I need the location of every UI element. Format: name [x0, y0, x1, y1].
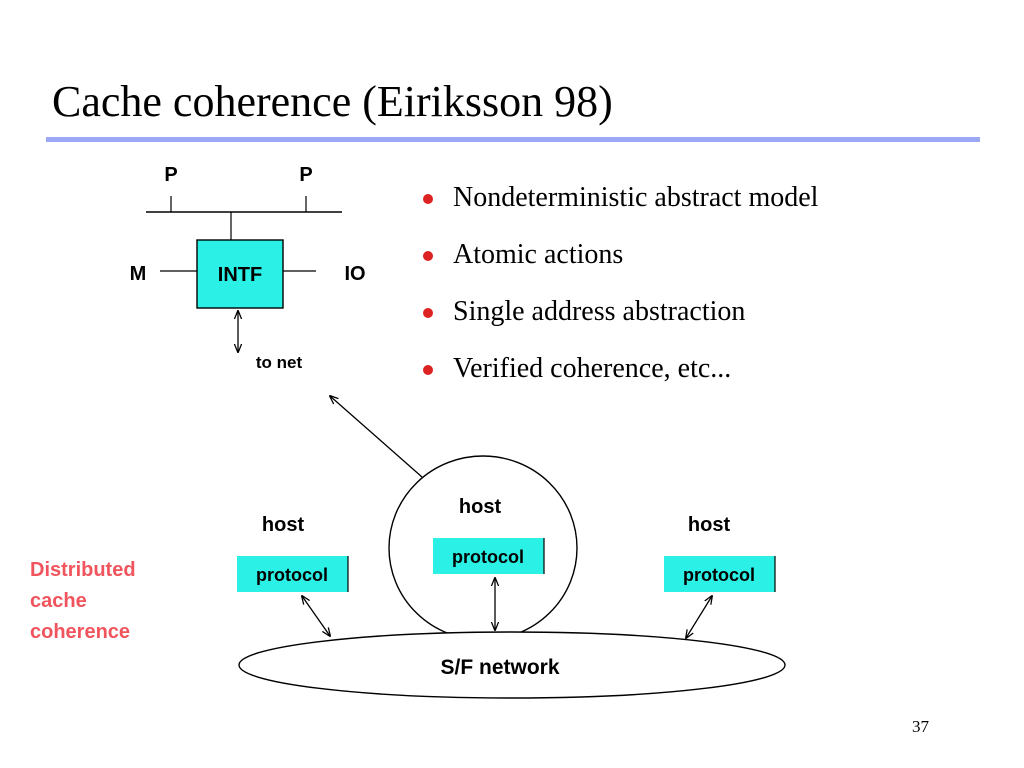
interface-box — [196, 239, 284, 309]
network-ellipse — [238, 631, 786, 699]
memory-label: M — [130, 263, 147, 285]
page-number: 37 — [912, 717, 929, 736]
host-right-label: host — [688, 514, 731, 536]
bullet-dot-icon — [423, 308, 433, 318]
bullet-item: Single address abstraction — [420, 292, 818, 349]
bullet-dot-icon — [423, 365, 433, 375]
protocol-center-box — [433, 538, 544, 574]
network-diagram: host host host protocol protocol protoco… — [237, 455, 786, 699]
io-label: IO — [344, 263, 365, 285]
protocol-right-link — [686, 596, 712, 638]
protocol-left-link — [302, 596, 330, 636]
processor-right-label: P — [299, 164, 312, 186]
bullet-dot-icon — [423, 194, 433, 204]
bullet-item: Verified coherence, etc... — [420, 349, 818, 406]
network-link-label: to net — [256, 353, 303, 372]
protocol-left-box — [237, 556, 348, 592]
bullet-item: Atomic actions — [420, 235, 818, 292]
node-diagram: P P INTF M IO to net — [130, 164, 366, 372]
protocol-right-label: protocol — [683, 565, 755, 585]
bullet-text: Single address abstraction — [453, 296, 746, 327]
bullet-list: Nondeterministic abstract model Atomic a… — [420, 178, 818, 406]
zoom-arrow — [330, 396, 423, 478]
processor-left-label: P — [164, 164, 177, 186]
bullet-dot-icon — [423, 251, 433, 261]
bullet-text: Atomic actions — [453, 239, 624, 270]
host-center-label: host — [459, 496, 502, 518]
slide-title: Cache coherence (Eiriksson 98) — [52, 77, 613, 126]
network-label: S/F network — [440, 656, 559, 679]
interface-label: INTF — [218, 264, 262, 286]
protocol-left-label: protocol — [256, 565, 328, 585]
distributed-cache-coherence-label: Distributed cache coherence — [30, 555, 136, 648]
bullet-text: Verified coherence, etc... — [453, 353, 732, 384]
bullet-text: Nondeterministic abstract model — [453, 182, 819, 213]
side-label-line: coherence — [30, 621, 131, 643]
title-divider — [46, 137, 980, 142]
side-label-line: Distributed — [30, 559, 136, 581]
protocol-right-box — [664, 556, 775, 592]
side-label-line: cache — [30, 590, 87, 612]
protocol-center-label: protocol — [452, 547, 524, 567]
host-left-label: host — [262, 514, 305, 536]
bullet-item: Nondeterministic abstract model — [420, 178, 818, 235]
